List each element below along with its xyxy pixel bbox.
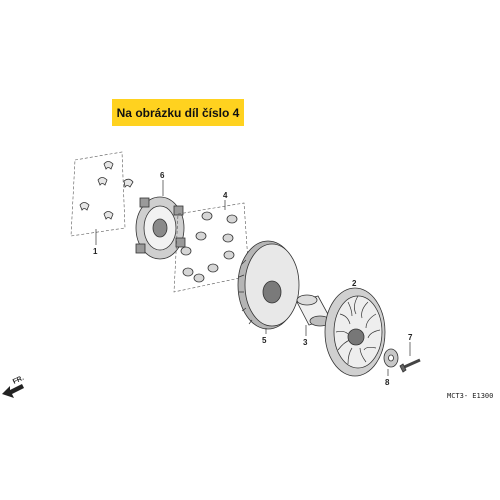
- part-1-slide-pieces: [70, 151, 134, 245]
- part-number-5: 5: [262, 336, 267, 345]
- part-6-ramp-plate: [135, 180, 186, 260]
- front-arrow-icon: [2, 384, 24, 398]
- part-3-collar: [296, 294, 331, 336]
- part-number-3: 3: [303, 338, 308, 347]
- part-7-bolt: [399, 342, 421, 373]
- part-8-washer: [383, 348, 399, 376]
- part-number-2: 2: [352, 279, 357, 288]
- part-5-drive-face: [237, 240, 300, 334]
- direction-label: FR.: [12, 375, 25, 386]
- highlight-callout: Na obrázku díl číslo 4: [112, 99, 244, 126]
- part-2-fan-face: [324, 287, 386, 377]
- part-4-weight-rollers: [173, 200, 250, 293]
- diagram-code: MCT3- E1300: [447, 392, 493, 400]
- part-number-4: 4: [223, 191, 228, 200]
- part-number-7: 7: [408, 333, 413, 342]
- part-number-6: 6: [160, 171, 165, 180]
- part-number-8: 8: [385, 378, 390, 387]
- callout-text: Na obrázku díl číslo 4: [116, 105, 240, 120]
- part-number-1: 1: [93, 247, 98, 256]
